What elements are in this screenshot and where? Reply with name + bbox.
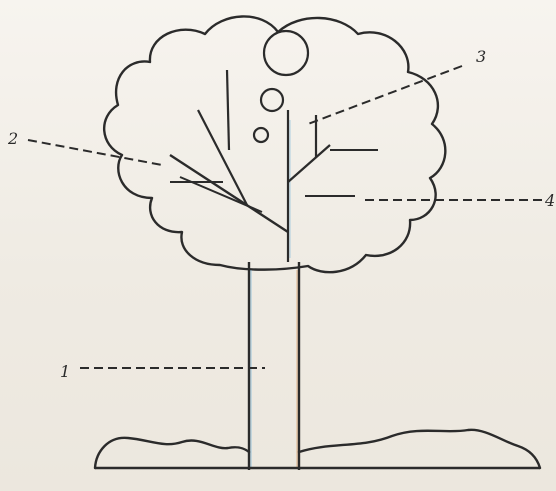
leader-line-3 — [308, 66, 462, 124]
branch-left-lower — [170, 155, 288, 232]
leader-line-2 — [28, 140, 162, 165]
label-3: 3 — [476, 47, 486, 66]
label-4: 4 — [544, 191, 555, 210]
branch-right-upper — [288, 145, 330, 182]
crown-outline — [104, 16, 445, 272]
medium-circle — [261, 89, 283, 111]
branch-left-upper — [198, 110, 247, 205]
large-circle — [264, 31, 308, 75]
branch-left-top — [227, 70, 229, 150]
ground-outline — [95, 430, 540, 468]
label-1: 1 — [60, 362, 70, 381]
label-2: 2 — [7, 129, 18, 148]
small-circle — [254, 128, 268, 142]
